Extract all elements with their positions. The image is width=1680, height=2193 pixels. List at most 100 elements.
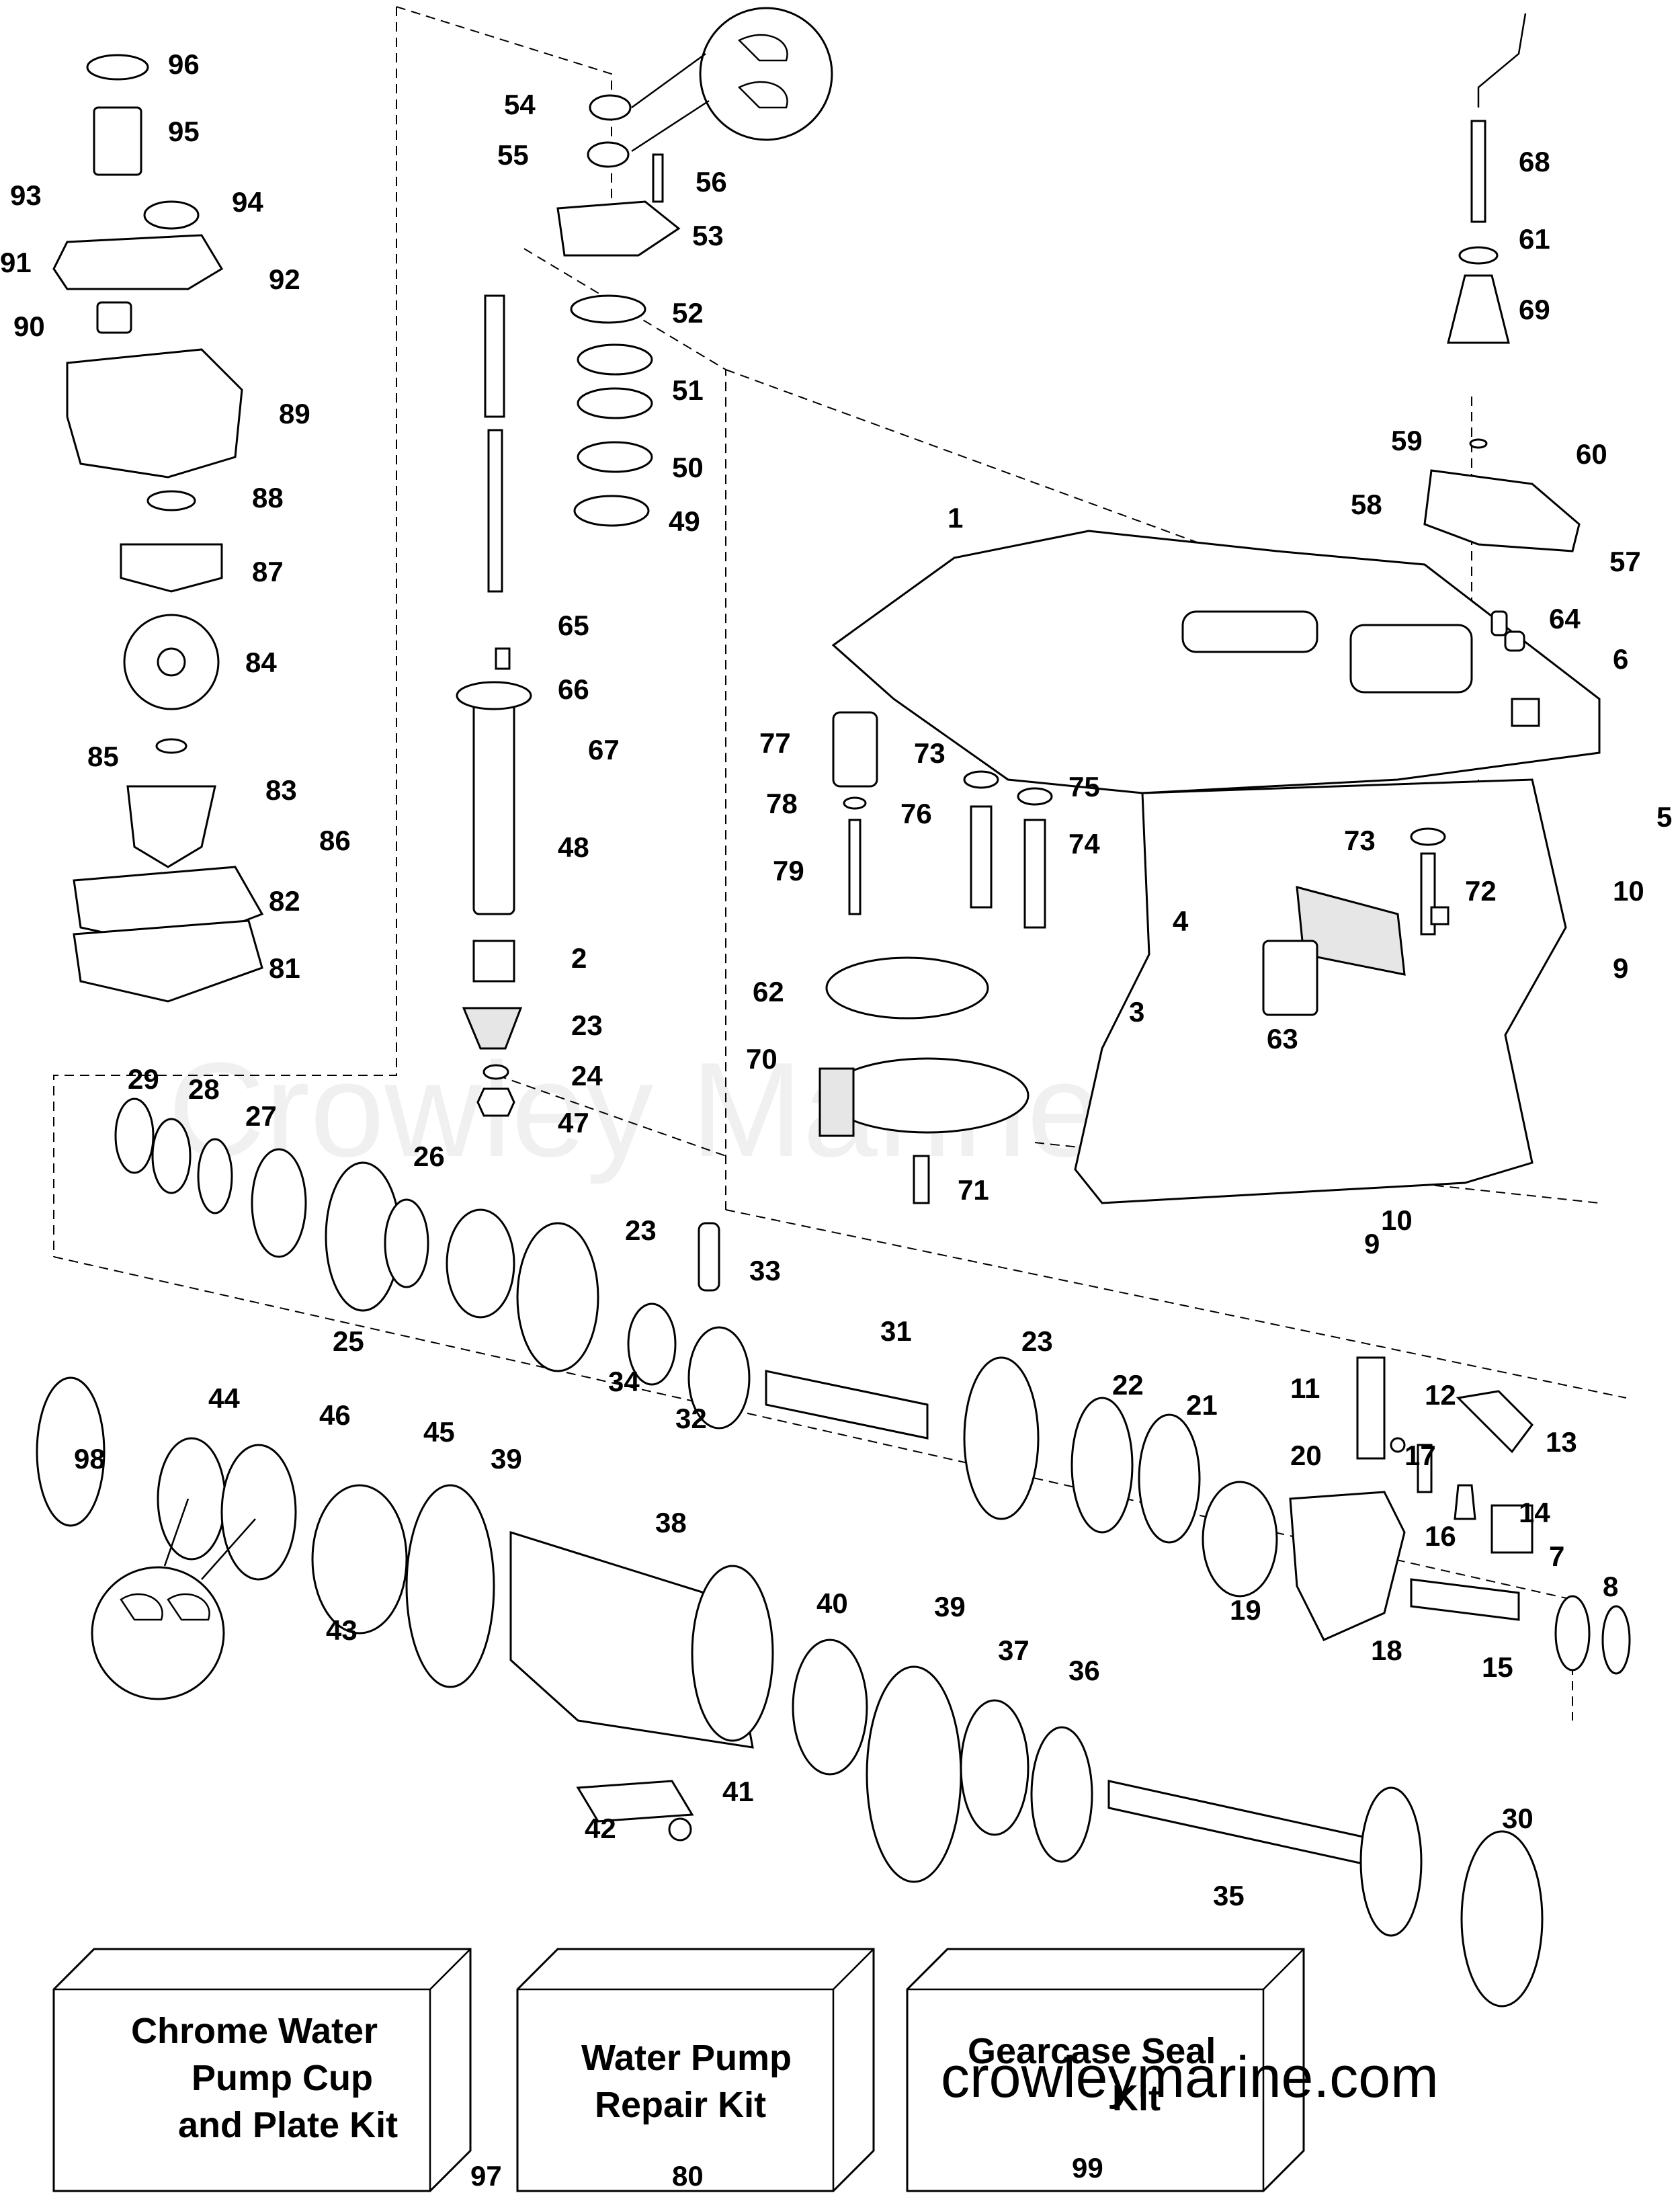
callout-30: 30 (1502, 1803, 1534, 1834)
shift-rod-assembly (1423, 13, 1581, 552)
callout-71: 71 (958, 1174, 989, 1206)
callout-4: 4 (1173, 905, 1189, 937)
callout-19: 19 (1230, 1594, 1261, 1626)
callout-13: 13 (1546, 1426, 1577, 1458)
callout-43: 43 (326, 1614, 358, 1646)
callout-6: 6 (1613, 643, 1628, 675)
callout-15: 15 (1482, 1651, 1513, 1683)
callout-5: 5 (1656, 801, 1672, 833)
water-pump-assembly (52, 54, 264, 1003)
callout-65: 65 (558, 610, 589, 641)
callout-38: 38 (655, 1507, 687, 1538)
callout-68: 68 (1519, 146, 1550, 177)
callout-58: 58 (1351, 489, 1382, 520)
callout-70: 70 (746, 1043, 778, 1075)
callout-26: 26 (413, 1141, 445, 1172)
callout-1: 1 (948, 502, 963, 534)
callout-29: 29 (128, 1063, 159, 1095)
callout-85: 85 (87, 741, 119, 772)
callout-60: 60 (1576, 438, 1607, 470)
callout-79: 79 (773, 855, 804, 886)
callout-86: 86 (319, 825, 351, 856)
callout-67: 67 (588, 734, 620, 766)
callout-21: 21 (1186, 1389, 1218, 1421)
gear-and-propshaft-group (36, 1098, 1631, 2008)
callout-92: 92 (269, 263, 300, 295)
callout-75: 75 (1068, 771, 1100, 802)
callout-78: 78 (766, 788, 798, 819)
callout-39b: 39 (934, 1591, 966, 1622)
callout-56: 56 (696, 166, 727, 198)
callout-42: 42 (585, 1813, 616, 1844)
callout-45: 45 (423, 1416, 455, 1448)
callout-52: 52 (672, 297, 704, 329)
callout-23c: 23 (1021, 1325, 1053, 1357)
callout-34: 34 (608, 1366, 640, 1397)
callout-83: 83 (265, 774, 297, 806)
callout-98: 98 (74, 1443, 106, 1475)
callout-31: 31 (880, 1315, 912, 1347)
callout-66: 66 (558, 673, 589, 705)
callout-93: 93 (10, 179, 42, 211)
kit-3-line2: Kit (1112, 2078, 1161, 2118)
misc-parts (818, 610, 1540, 1554)
kit-1-line3: and Plate Kit (178, 2105, 398, 2145)
callout-91: 91 (0, 247, 32, 278)
callout-9b: 9 (1364, 1228, 1380, 1259)
callout-10b: 10 (1381, 1204, 1413, 1236)
callout-27: 27 (245, 1100, 277, 1132)
callout-8: 8 (1603, 1571, 1618, 1602)
callout-73b: 73 (1344, 825, 1376, 856)
callout-47: 47 (558, 1107, 589, 1139)
callout-37: 37 (998, 1635, 1030, 1666)
kit-1-number: 97 (470, 2160, 502, 2192)
callout-28: 28 (188, 1073, 220, 1105)
callout-61: 61 (1519, 223, 1550, 255)
callout-39a: 39 (491, 1443, 522, 1475)
callout-73a: 73 (914, 737, 946, 769)
callout-18: 18 (1371, 1635, 1402, 1666)
callout-77: 77 (759, 727, 791, 759)
callout-20: 20 (1290, 1440, 1322, 1471)
callout-84: 84 (245, 647, 277, 678)
callout-12: 12 (1425, 1379, 1456, 1411)
callout-35: 35 (1213, 1880, 1245, 1911)
callout-48: 48 (558, 831, 589, 863)
callout-24: 24 (571, 1060, 603, 1091)
callout-23b: 23 (625, 1214, 657, 1246)
callout-62: 62 (753, 976, 784, 1007)
callout-22: 22 (1112, 1369, 1144, 1401)
callout-94: 94 (232, 186, 263, 218)
callout-69: 69 (1519, 294, 1550, 325)
kit-box-water-pump-repair: Water Pump Repair Kit 80 (516, 1948, 875, 2192)
callout-53: 53 (692, 220, 724, 251)
seal-lips-icon (91, 1498, 256, 1700)
kit-2-number: 80 (672, 2160, 704, 2192)
callout-88: 88 (252, 482, 284, 513)
callout-2: 2 (571, 942, 587, 974)
callout-23a: 23 (571, 1009, 603, 1041)
callout-14: 14 (1519, 1497, 1550, 1528)
callout-49: 49 (669, 505, 700, 537)
callout-95: 95 (168, 116, 200, 147)
callout-25: 25 (333, 1325, 364, 1357)
kit-2-line2: Repair Kit (595, 2085, 766, 2125)
kit-1-line1: Chrome Water (131, 2011, 378, 2051)
callout-46: 46 (319, 1399, 351, 1431)
callout-44: 44 (208, 1382, 240, 1414)
callout-50: 50 (672, 452, 704, 483)
callout-87: 87 (252, 556, 284, 587)
callout-90: 90 (13, 311, 45, 342)
callout-72: 72 (1465, 875, 1497, 907)
callout-81: 81 (269, 952, 300, 984)
callout-57: 57 (1609, 546, 1641, 577)
callout-33: 33 (749, 1255, 781, 1286)
callout-labels: 1 2 3 4 5 6 7 8 9 10 11 12 13 14 15 16 1… (0, 48, 1672, 1911)
kit-box-gearcase-seal: Gearcase Seal Kit 99 (906, 1948, 1305, 2192)
callout-96: 96 (168, 48, 200, 80)
gearcase-housing (831, 530, 1601, 1204)
callout-7: 7 (1549, 1540, 1564, 1572)
driveshaft-assembly (456, 294, 532, 1117)
callout-64: 64 (1549, 603, 1581, 634)
